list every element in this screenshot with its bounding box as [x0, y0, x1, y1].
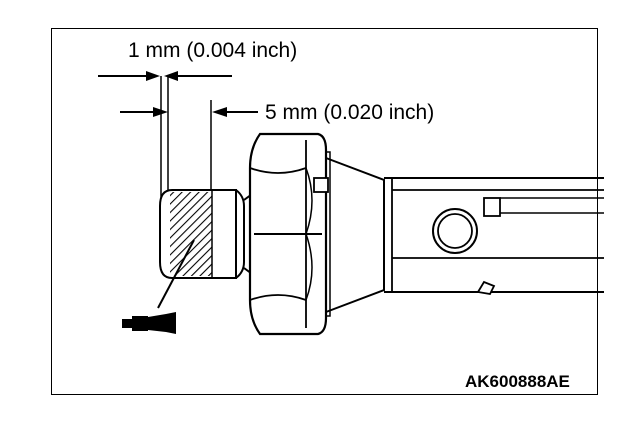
extension-lines	[160, 76, 212, 198]
threaded-tip	[159, 189, 237, 279]
terminal-post	[437, 213, 473, 249]
figure-id: AK600888AE	[465, 372, 570, 391]
collar	[313, 151, 385, 317]
dimension-label-1mm: 1 mm (0.004 inch)	[128, 39, 297, 62]
dimension-5mm: 5 mm (0.020 inch)	[120, 101, 434, 124]
connector-body	[384, 177, 604, 295]
slot	[313, 177, 329, 193]
dimension-label-5mm: 5 mm (0.020 inch)	[265, 101, 434, 124]
leader-line	[157, 239, 195, 309]
sealant-tube-icon	[122, 312, 176, 334]
hex-nut	[248, 132, 328, 336]
sealant-area	[170, 192, 212, 276]
locking-tab	[476, 280, 496, 295]
dimension-1mm: 1 mm (0.004 inch)	[98, 39, 297, 81]
